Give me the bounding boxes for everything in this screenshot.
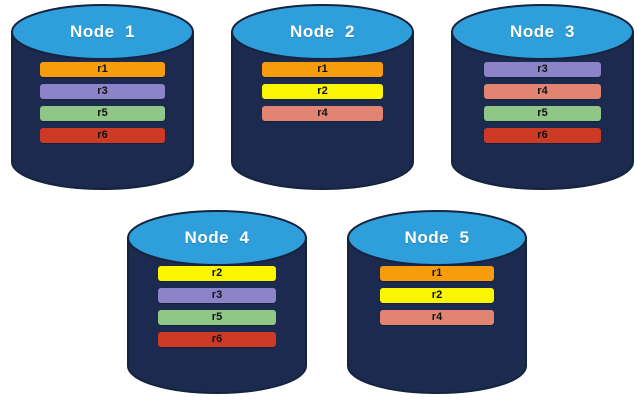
node-5-replica-r1[interactable]: r1 [380, 266, 494, 281]
node-2-label: Node 2 [290, 22, 355, 41]
node-3-replica-r4[interactable]: r4 [484, 84, 601, 99]
node-4-replica-list: r2 r3 r5 r6 [127, 266, 307, 347]
cylinder-top [451, 4, 634, 60]
node-2-replica-r4[interactable]: r4 [262, 106, 383, 121]
node-5-replica-list: r1 r2 r4 [347, 266, 527, 325]
node-5-label: Node 5 [404, 228, 470, 247]
cylinder-top [127, 210, 307, 266]
node-4-replica-r6[interactable]: r6 [158, 332, 276, 347]
node-5-replica-r4[interactable]: r4 [380, 310, 494, 325]
node-2-replica-list: r1 r2 r4 [231, 62, 414, 121]
cylinder-top [231, 4, 414, 60]
node-2-replica-r2[interactable]: r2 [262, 84, 383, 99]
node-4[interactable]: Node 4 r2 r3 r5 r6 [127, 210, 307, 394]
node-3-replica-r5[interactable]: r5 [484, 106, 601, 121]
node-1-replica-r5[interactable]: r5 [40, 106, 165, 121]
node-1[interactable]: Node 1 r1 r3 r5 r6 [11, 4, 194, 190]
node-3[interactable]: Node 3 r3 r4 r5 r6 [451, 4, 634, 190]
node-2-replica-r1[interactable]: r1 [262, 62, 383, 77]
node-1-replica-r3[interactable]: r3 [40, 84, 165, 99]
cylinder-top [11, 4, 194, 60]
node-1-replica-r1[interactable]: r1 [40, 62, 165, 77]
node-3-replica-r3[interactable]: r3 [484, 62, 601, 77]
node-4-label: Node 4 [184, 228, 250, 247]
node-1-replica-r6[interactable]: r6 [40, 128, 165, 143]
cylinder-top [347, 210, 527, 266]
node-4-replica-r3[interactable]: r3 [158, 288, 276, 303]
node-3-replica-r6[interactable]: r6 [484, 128, 601, 143]
node-5[interactable]: Node 5 r1 r2 r4 [347, 210, 527, 394]
node-4-replica-r5[interactable]: r5 [158, 310, 276, 325]
node-1-label: Node 1 [70, 22, 135, 41]
node-3-replica-list: r3 r4 r5 r6 [451, 62, 634, 143]
node-5-replica-r2[interactable]: r2 [380, 288, 494, 303]
node-4-replica-r2[interactable]: r2 [158, 266, 276, 281]
node-2[interactable]: Node 2 r1 r2 r4 [231, 4, 414, 190]
node-3-label: Node 3 [510, 22, 575, 41]
node-1-replica-list: r1 r3 r5 r6 [11, 62, 194, 143]
